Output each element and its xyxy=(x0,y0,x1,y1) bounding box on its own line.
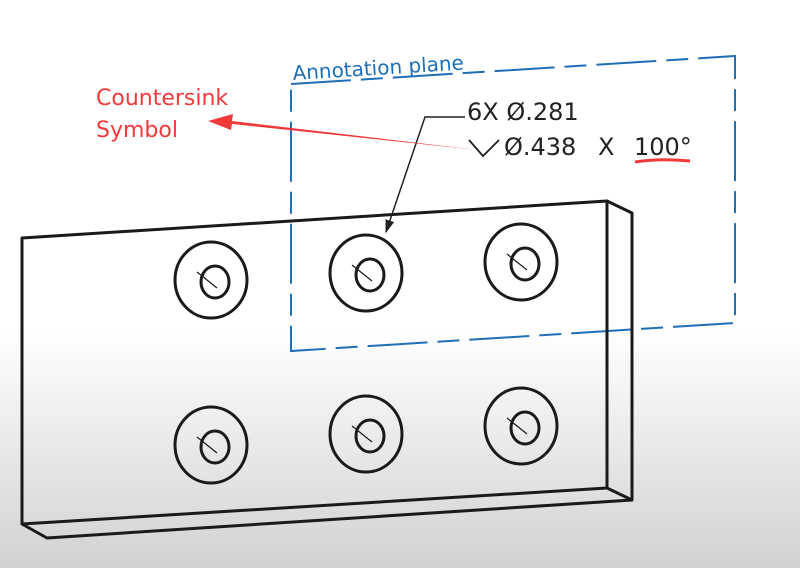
hole-outer-edge xyxy=(173,405,249,485)
callout-line1: 6X Ø.281 xyxy=(467,98,579,126)
hole-inner-edge xyxy=(509,410,541,446)
annotation-plane-label: Annotation plane xyxy=(292,51,465,85)
countersink-hole xyxy=(328,394,404,474)
hole-inner-edge xyxy=(354,257,386,293)
hole-outer-edge xyxy=(483,386,559,466)
callout-x: X xyxy=(598,133,614,161)
countersink-symbol-icon xyxy=(468,139,500,158)
hole-outer-edge xyxy=(328,394,404,474)
hole-inner-edge xyxy=(509,246,541,282)
hole-outer-edge xyxy=(173,240,249,320)
plate xyxy=(20,199,634,540)
hole-axis-line xyxy=(196,271,218,289)
countersink-hole xyxy=(483,386,559,466)
hole-inner-edge xyxy=(199,264,231,300)
hole-outer-edge xyxy=(328,233,404,313)
angle-underline xyxy=(634,158,691,164)
pointer-label-line2: Symbol xyxy=(96,118,178,143)
annotation-plane xyxy=(290,54,736,353)
pointer-label-line1: Countersink xyxy=(96,86,228,111)
hole-inner-edge xyxy=(199,429,231,465)
countersink-hole xyxy=(173,405,249,485)
hole-axis-line xyxy=(351,264,373,282)
hole-axis-line xyxy=(506,417,528,435)
hole-axis-line xyxy=(351,425,373,443)
callout-diameter: Ø.438 xyxy=(504,133,576,161)
hole-inner-edge xyxy=(354,418,386,454)
callout-leader xyxy=(385,116,465,234)
countersink-hole xyxy=(173,240,249,320)
callout-angle: 100° xyxy=(634,133,692,161)
hole-outer-edge xyxy=(483,222,559,302)
red-pointer-arrow xyxy=(208,114,478,150)
countersink-hole xyxy=(328,233,404,313)
hole-axis-line xyxy=(196,436,218,454)
countersink-hole xyxy=(483,222,559,302)
hole-axis-line xyxy=(506,253,528,271)
